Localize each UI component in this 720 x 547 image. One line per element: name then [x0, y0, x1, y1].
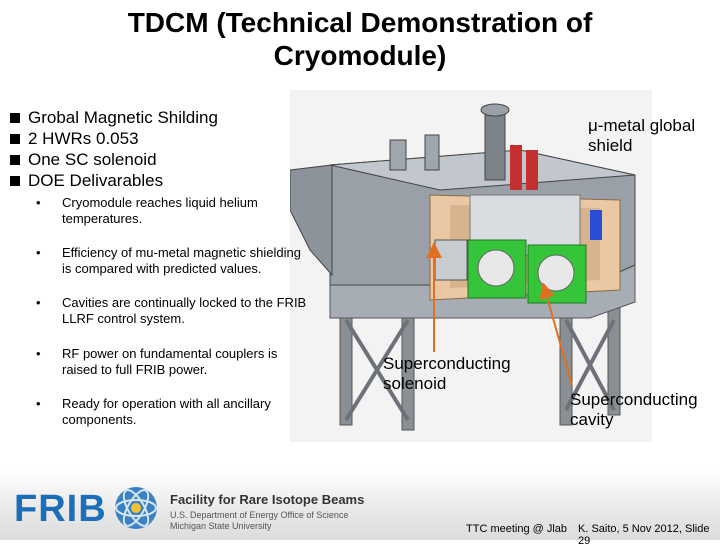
title-line-2: Cryomodule): [273, 40, 447, 71]
cryomodule-image: [289, 90, 652, 442]
bullet-item: One SC solenoid: [8, 149, 308, 170]
title-line-1: TDCM (Technical Demonstration of: [127, 7, 593, 38]
callout-sc-cavity: Superconducting cavity: [570, 390, 698, 429]
callout-sc-solenoid: Superconducting solenoid: [383, 354, 511, 393]
meeting-label: TTC meeting @ Jlab: [466, 523, 568, 535]
callout-mu-metal-shield: μ-metal global shield: [588, 116, 696, 155]
frib-atom-logo-icon: [115, 487, 157, 529]
facility-name: Facility for Rare Isotope Beams: [170, 492, 365, 507]
main-bullet-list: Grobal Magnetic Shilding 2 HWRs 0.053 On…: [8, 107, 308, 191]
cryomodule-drawing: [289, 103, 636, 431]
bullet-item: 2 HWRs 0.053: [8, 128, 308, 149]
bullet-item: DOE Delivarables: [8, 170, 308, 191]
author-slide-label: K. Saito, 5 Nov 2012, Slide 29: [578, 523, 710, 547]
square-bullet-icon: [10, 175, 20, 186]
square-bullet-icon: [10, 154, 20, 165]
square-bullet-icon: [10, 133, 20, 144]
bullet-item: Grobal Magnetic Shilding: [8, 107, 308, 128]
frib-logo-text: FRIB: [14, 488, 107, 530]
doe-msu-lines: U.S. Department of Energy Office of Scie…: [170, 510, 349, 531]
slide-title: TDCM (Technical Demonstration of Cryomod…: [0, 6, 720, 72]
square-bullet-icon: [10, 112, 20, 123]
